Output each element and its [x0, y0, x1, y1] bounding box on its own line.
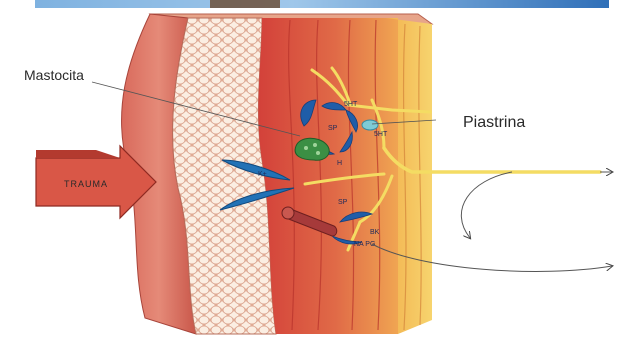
top-banner-dark-segment: [210, 0, 280, 8]
label-5ht-right: 5HT: [374, 131, 388, 138]
loop-arrow-left: [461, 172, 512, 238]
label-k-plus: K+: [258, 171, 267, 178]
trauma-label: TRAUMA: [64, 179, 108, 189]
label-bk: BK: [370, 229, 380, 236]
mastocita-label: Mastocita: [24, 67, 84, 83]
label-5ht-top: 5HT: [344, 101, 358, 108]
label-h: H: [337, 160, 342, 167]
label-sp-bottom: SP: [338, 199, 348, 206]
top-banner-strip: [35, 0, 609, 8]
piastrina-label: Piastrina: [463, 114, 525, 131]
label-sp-top: SP: [328, 125, 338, 132]
platelet: [362, 120, 378, 130]
